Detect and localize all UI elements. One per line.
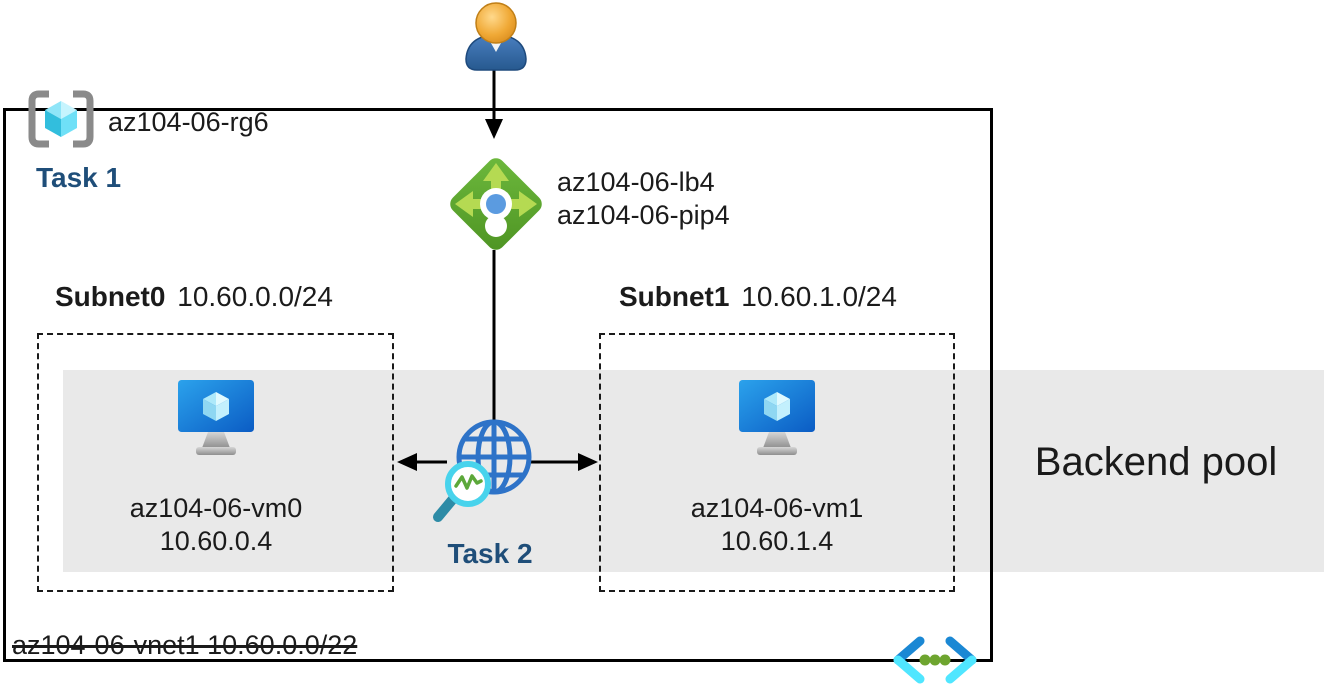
- vm0-name: az104-06-vm0: [129, 493, 303, 523]
- vm0-label: az104-06-vm0 10.60.0.4: [96, 492, 336, 558]
- virtual-machine-icon: [739, 380, 815, 455]
- virtual-machine-icon: [178, 380, 254, 455]
- subnet1-name: Subnet1: [619, 281, 730, 312]
- task1-label: Task 1: [36, 162, 122, 193]
- user-to-lb-arrow: [485, 66, 503, 139]
- network-monitor-globe-icon: [433, 419, 532, 522]
- vm1-label: az104-06-vm1 10.60.1.4: [657, 492, 897, 558]
- subnet0-cidr: 10.60.0.0/24: [177, 281, 333, 312]
- subnet0-name: Subnet0: [55, 281, 166, 312]
- vm1-name: az104-06-vm1: [690, 493, 864, 523]
- vm1-ip: 10.60.1.4: [720, 525, 834, 556]
- subnet1-cidr: 10.60.1.0/24: [741, 281, 897, 312]
- user-icon: [465, 2, 527, 71]
- vnet-label: az104-06-vnet1 10.60.0.0/22: [12, 630, 358, 660]
- load-balancer-name: az104-06-lb4: [557, 167, 715, 197]
- load-balancer-label: az104-06-lb4 az104-06-pip4: [557, 166, 730, 232]
- subnet1-box: [599, 333, 955, 592]
- vm0-ip: 10.60.0.4: [159, 525, 273, 556]
- backend-pool-label: Backend pool: [1034, 440, 1278, 484]
- subnet1-label: Subnet1 10.60.1.0/24: [619, 281, 897, 313]
- resource-group-label: az104-06-rg6: [108, 107, 269, 137]
- backend-pool-band: [63, 370, 1324, 572]
- resource-group-icon: [28, 90, 94, 148]
- subnet-double-arrow: [397, 453, 598, 471]
- subnet0-label: Subnet0 10.60.0.0/24: [55, 281, 333, 313]
- resource-group-border: [3, 108, 993, 662]
- task2-label: Task 2: [447, 538, 533, 569]
- subnet0-box: [37, 333, 394, 592]
- public-ip-name: az104-06-pip4: [557, 199, 730, 230]
- virtual-network-icon: [893, 636, 977, 684]
- load-balancer-icon: [450, 158, 542, 250]
